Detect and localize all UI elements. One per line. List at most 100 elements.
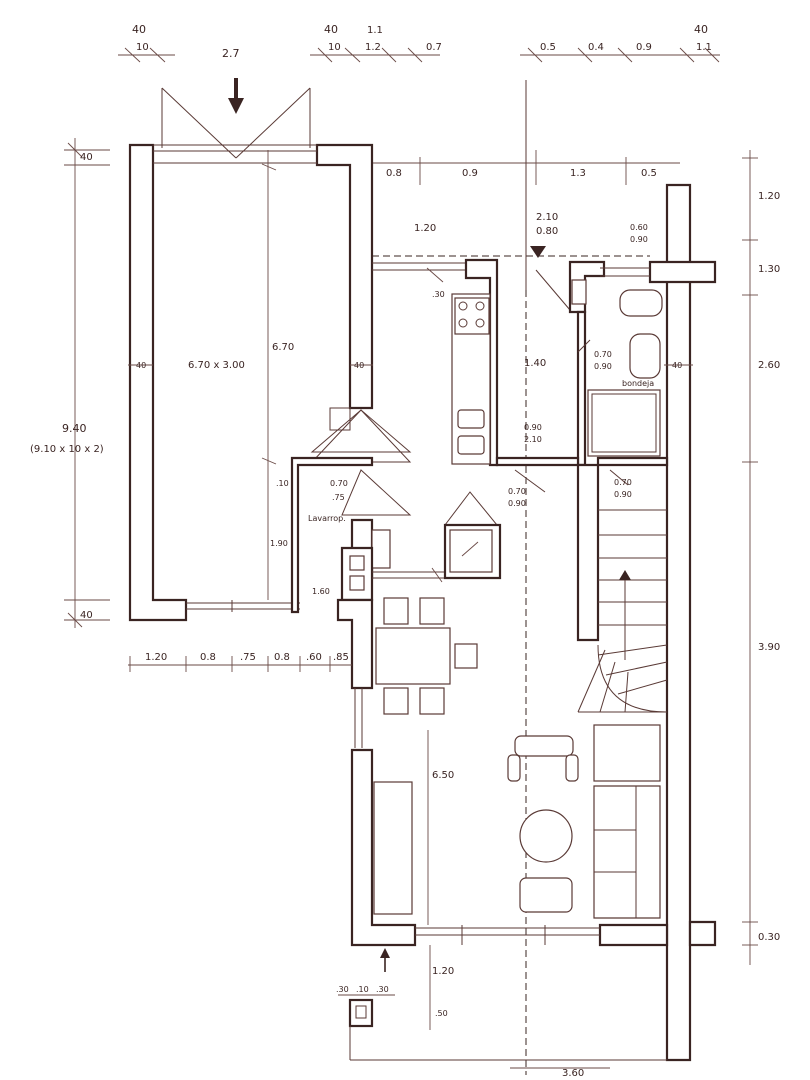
dining-table (375, 627, 451, 685)
top-dim-a-bottom: 10 (136, 42, 149, 53)
top-dim-a-top: 40 (132, 23, 146, 36)
top-dim-i-top: 40 (694, 23, 708, 36)
dining-area (336, 597, 478, 748)
bottom-width-label: 3.60 (562, 1068, 584, 1079)
right-dimension-line (742, 150, 758, 965)
dining-chair (383, 687, 409, 715)
dining-chair (454, 643, 478, 669)
kitchen (329, 255, 650, 467)
sofa-back (593, 724, 661, 782)
garage (128, 143, 374, 622)
left-dim-total: 9.40 (62, 422, 87, 435)
right-dim-d: 3.90 (758, 642, 780, 653)
staircase (576, 463, 668, 713)
bottom-dim-b: 0.8 (200, 652, 216, 663)
right-dim-b: 1.30 (758, 264, 780, 275)
bottom-dim-c: .75 (240, 652, 256, 663)
corridor-label-2: 0.80 (536, 226, 558, 237)
laundry-sink (371, 529, 391, 569)
top-dim-i-bottom: 1.1 (696, 42, 712, 53)
door-a-label-1: 0.90 (524, 423, 542, 432)
laundry (290, 456, 445, 614)
front-50-label: .50 (435, 1009, 448, 1018)
garage-size-label: 6.70 x 3.00 (188, 360, 245, 371)
living-length-label: 6.50 (432, 770, 454, 781)
living-room (350, 724, 669, 947)
bath-width-label-2: 0.90 (594, 362, 612, 371)
garage-entry-arrow (228, 78, 244, 114)
pillar-label-b: .10 (356, 985, 369, 994)
kitchen-30-label: .30 (432, 290, 445, 299)
left-dimension-line (64, 138, 110, 628)
central-axis (525, 80, 571, 1075)
front-pillar (348, 998, 374, 1028)
garage-door (161, 87, 311, 159)
top-dim-g: 0.4 (588, 42, 604, 53)
pantry (443, 491, 502, 580)
side-10-label: .10 (276, 479, 289, 488)
bath-width-label-1: 0.70 (594, 350, 612, 359)
left-dim-bottom: 40 (80, 610, 93, 621)
top-dim-c-bottom: 10 (328, 42, 341, 53)
bathtub (587, 389, 661, 457)
bath-door-label-2: 0.90 (630, 235, 648, 244)
dining-chair (419, 597, 445, 625)
door-b-label-1: 0.70 (508, 487, 526, 496)
bathroom-label: bondeja (622, 379, 654, 388)
bottom-dimension-line (128, 656, 352, 672)
garage-wall-left-label: 40 (136, 361, 146, 370)
right-exterior-wall (648, 183, 717, 1062)
upper-dim-c: 1.3 (570, 168, 586, 179)
top-dim-f: 0.5 (540, 42, 556, 53)
right-dim-a: 1.20 (758, 191, 780, 202)
entry-arrow-icon (380, 948, 390, 958)
coffee-table (519, 809, 573, 863)
bidet-icon (629, 333, 661, 379)
pillar-label-a: .30 (336, 985, 349, 994)
right-dim-c: 2.60 (758, 360, 780, 371)
armchair (514, 735, 574, 757)
side-190-label: 1.90 (270, 539, 288, 548)
section-marker (530, 246, 546, 258)
side-160-label: 1.60 (312, 587, 330, 596)
top-dim-c-top: 40 (324, 23, 338, 36)
bathroom-sink (571, 279, 587, 305)
top-dim-h: 0.9 (636, 42, 652, 53)
stair-label-1: 0.70 (614, 478, 632, 487)
door-a-label-2: 2.10 (524, 435, 542, 444)
laundry-label: Lavarrop. (308, 514, 346, 523)
bottom-dim-f: .85 (333, 652, 349, 663)
top-dim-d-bottom: 1.2 (365, 42, 381, 53)
right-wall-label: 40 (672, 361, 682, 370)
left-dim-top: 40 (80, 152, 93, 163)
hall-walls (495, 456, 669, 493)
top-dimension-lines (118, 47, 720, 63)
stair-up-arrow (619, 570, 631, 580)
kitchen-width-label: 1.20 (414, 223, 436, 234)
toilet-icon (619, 289, 663, 317)
upper-dim-d: 0.5 (641, 168, 657, 179)
bathroom (568, 260, 663, 467)
bottom-dim-e: .60 (306, 652, 322, 663)
laundry-label-2: .75 (332, 493, 345, 502)
sideboard (373, 781, 413, 915)
bath-door-label-1: 0.60 (630, 223, 648, 232)
ottoman (519, 877, 573, 913)
upper-dim-a: 0.8 (386, 168, 402, 179)
top-dim-e: 0.7 (426, 42, 442, 53)
sofa (593, 785, 661, 919)
garage-length-label: 6.70 (272, 342, 294, 353)
pillar-label-c: .30 (376, 985, 389, 994)
kitchen-length-label: 1.40 (524, 358, 546, 369)
bottom-dim-a: 1.20 (145, 652, 167, 663)
door-b-label-2: 0.90 (508, 499, 526, 508)
bottom-dim-d: 0.8 (274, 652, 290, 663)
laundry-label-1: 0.70 (330, 479, 348, 488)
upper-dim-b: 0.9 (462, 168, 478, 179)
dining-chair (419, 687, 445, 715)
garage-wall-mid-label: 40 (354, 361, 364, 370)
front-120-label: 1.20 (432, 966, 454, 977)
stair-label-2: 0.90 (614, 490, 632, 499)
top-dim-d-top: 1.1 (367, 25, 383, 36)
